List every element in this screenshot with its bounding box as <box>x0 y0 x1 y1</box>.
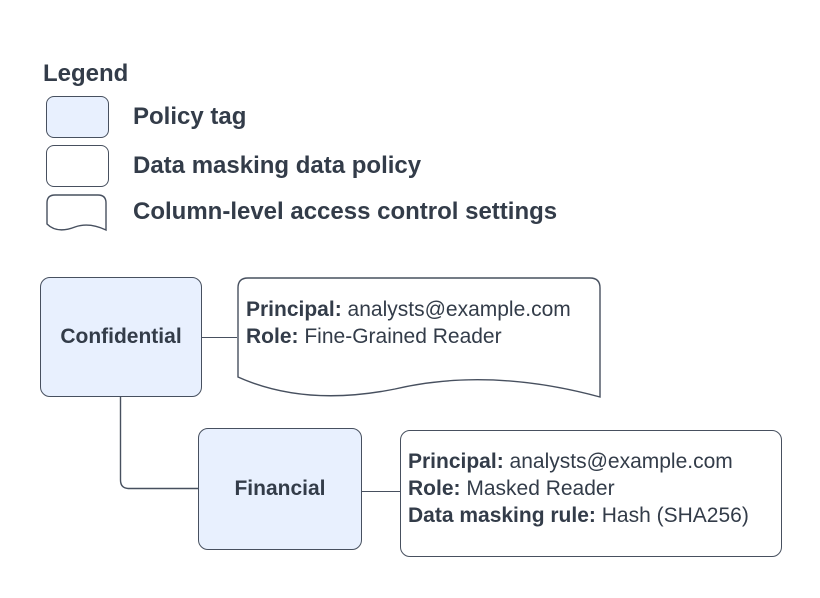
principal-line: Principal: analysts@example.com <box>408 448 749 475</box>
data-masking-policy-text: Principal: analysts@example.com Role: Ma… <box>408 448 749 529</box>
role-line: Role: Masked Reader <box>408 475 749 502</box>
policy-tag-financial: Financial <box>198 428 362 550</box>
connector-financial-data-policy <box>361 491 400 492</box>
connector-confidential-access-control <box>202 336 237 338</box>
role-value: Fine-Grained Reader <box>304 325 502 348</box>
role-line: Role: Fine-Grained Reader <box>246 323 571 350</box>
policy-tag-confidential: Confidential <box>40 277 202 397</box>
principal-value: analysts@example.com <box>347 298 571 321</box>
principal-label: Principal: <box>246 298 342 321</box>
policy-tag-label: Confidential <box>60 325 182 348</box>
legend-item-label: Policy tag <box>133 103 247 130</box>
role-label: Role: <box>408 477 461 500</box>
legend-item-data-masking-policy: Data masking data policy <box>46 145 421 187</box>
legend-title: Legend <box>43 60 129 87</box>
document-shape-swatch <box>46 194 107 232</box>
policy-tag-label: Financial <box>234 477 326 500</box>
masking-rule-value: Hash (SHA256) <box>601 504 749 527</box>
legend-item-policy-tag: Policy tag <box>46 96 246 138</box>
legend-item-label: Data masking data policy <box>133 152 422 179</box>
principal-label: Principal: <box>408 450 504 473</box>
access-control-settings-shape <box>237 277 601 398</box>
masking-rule-label: Data masking rule: <box>408 504 596 527</box>
principal-value: analysts@example.com <box>509 450 733 473</box>
principal-line: Principal: analysts@example.com <box>246 296 571 323</box>
policy-tag-swatch <box>46 96 109 138</box>
role-value: Masked Reader <box>466 477 615 500</box>
role-label: Role: <box>246 325 299 348</box>
legend-item-access-control: Column-level access control settings <box>46 194 557 232</box>
connector-confidential-financial <box>119 397 199 490</box>
masking-rule-line: Data masking rule: Hash (SHA256) <box>408 502 749 529</box>
data-masking-policy-shape <box>400 430 782 557</box>
access-control-settings-text: Principal: analysts@example.com Role: Fi… <box>246 296 571 350</box>
legend-item-label: Column-level access control settings <box>133 198 558 225</box>
data-masking-policy-swatch <box>46 145 109 187</box>
